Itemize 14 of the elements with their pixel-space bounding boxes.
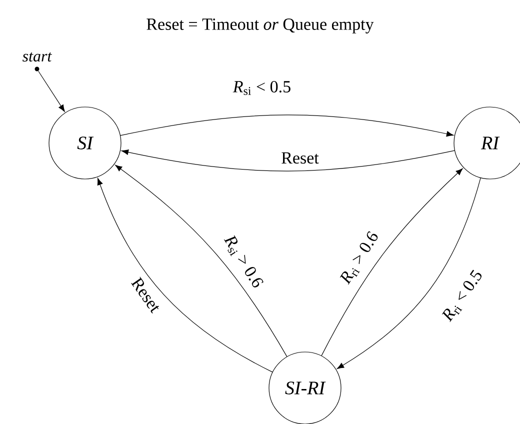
arrow <box>97 178 273 372</box>
arrow <box>121 149 455 172</box>
edge-label: R$_{si}$ > 0.6 <box>224 235 264 288</box>
arrow <box>115 164 288 357</box>
arrow <box>38 70 65 112</box>
edge-label: Reset <box>282 152 319 164</box>
arrow <box>321 168 463 356</box>
start-label: start <box>22 52 52 62</box>
edge-label: R$_{ri}$ < 0.5 <box>442 270 482 322</box>
arrow <box>336 178 481 369</box>
edge-label: R$_{ri}$ > 0.6 <box>340 231 378 285</box>
arrow <box>120 114 454 137</box>
edge-label: R$_{si}$ < 0.5 <box>232 81 290 95</box>
title: Reset = Timeout or Queue empty <box>146 18 374 34</box>
